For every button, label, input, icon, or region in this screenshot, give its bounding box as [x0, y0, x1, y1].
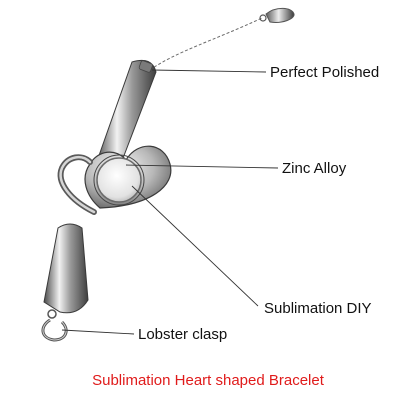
extension-chain — [149, 7, 295, 71]
lower-bar — [43, 223, 89, 314]
callout-sublimation-diy: Sublimation DIY — [264, 300, 372, 317]
chain-tag-icon — [265, 7, 295, 23]
product-caption: Sublimation Heart shaped Bracelet — [92, 372, 324, 389]
leader-lines — [61, 69, 279, 335]
callout-perfect-polished: Perfect Polished — [270, 64, 380, 81]
leader-line-lobster — [61, 329, 135, 335]
leader-line-polished — [151, 69, 267, 73]
leader-line-diy — [131, 185, 259, 307]
heart-pendant — [57, 145, 172, 215]
callout-zinc-alloy: Zinc Alloy — [282, 160, 347, 177]
lobster-clasp-icon — [41, 309, 68, 342]
leader-line-zinc — [125, 164, 279, 169]
sublimation-disc — [96, 157, 142, 203]
callout-lobster-clasp: Lobster clasp — [138, 326, 228, 343]
